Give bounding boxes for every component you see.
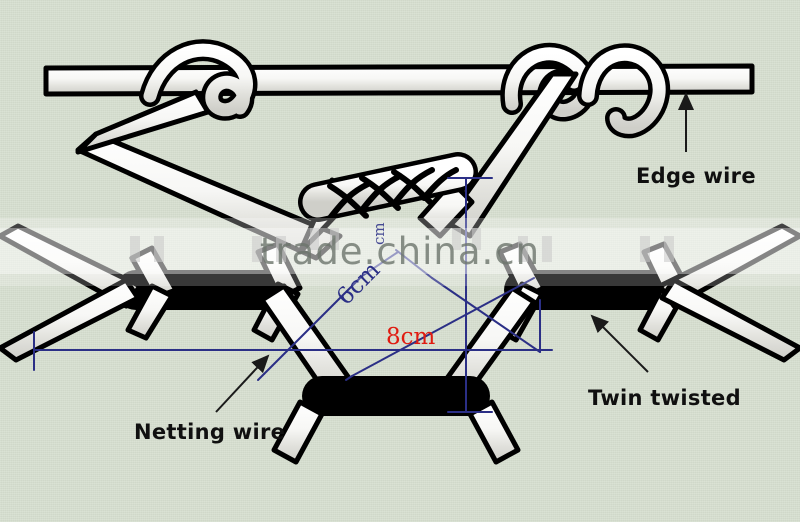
dimension-line-diag-b [351,277,535,377]
dimension-line-diag-cont-left [257,373,265,381]
callout-label-edge-wire: Edge wire [636,164,756,188]
arrow-netting-wire [215,354,270,413]
arrow-twin-twisted [590,314,649,373]
wire-artwork-group [0,39,800,465]
netting-wire-bottom-right-leg [467,399,521,465]
dimension-line-diag-cont-right [431,277,541,353]
edge-wire-knot-left [139,39,258,121]
netting-wire-left-outer [0,223,143,363]
netting-wire-left-tail [75,89,211,155]
twin-twist-top [298,152,478,222]
callout-label-netting-wire: Netting wire [134,420,286,444]
wire-stub-marks [130,228,674,262]
dimension-line-diag-cont-right2 [345,375,353,381]
twin-twist-bottom [302,376,490,416]
netting-wire-bottom-left-leg [271,399,325,465]
callout-arrows-group [215,92,694,413]
dimension-label-8cm: 8cm [386,324,436,350]
dimension-line-6cm [263,275,363,375]
callout-label-twin-twisted: Twin twisted [588,386,741,410]
dimension-label-vertical: cm [370,222,388,245]
netting-wire-right-outer [657,223,800,363]
